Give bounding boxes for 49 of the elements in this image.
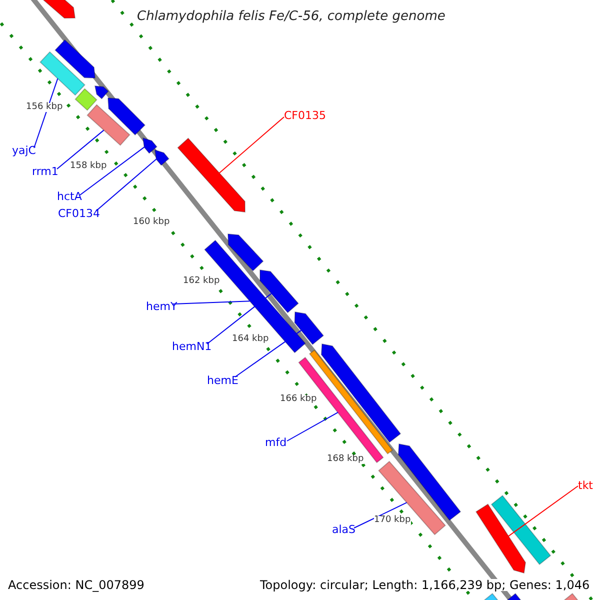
tick-label: 156 kbp [26,103,63,112]
gene-label: hemN1 [172,341,212,352]
genome-info-text: Topology: circular; Length: 1,166,239 bp; Genes: 1,046 [260,579,590,591]
gene-label: hemE [207,375,238,386]
leader-line [234,330,302,378]
gene-bar [475,504,526,574]
leader-line [206,293,272,344]
gene-label: hctA [57,191,82,202]
gene-bar [54,39,96,79]
gene-bar [154,149,170,166]
gene-label: rrm1 [32,166,58,177]
leader-line [208,116,284,183]
gene-bar [298,356,384,464]
gene-bar [86,104,130,146]
gene-label: CF0135 [284,110,326,121]
leader-line [96,158,157,212]
gene-bar [294,311,324,346]
leader-line [80,146,145,196]
gene-bar [142,137,158,154]
title: Chlamydophila felis Fe/C-56, complete genome [137,10,446,23]
gene-label: CF0134 [58,208,100,219]
gene-bar [260,269,299,314]
tick-label: 162 kbp [183,277,220,286]
gene-bar [107,97,146,136]
gene-label: tkt [578,480,593,491]
tick-label: 164 kbp [232,335,269,344]
leader-line [354,502,408,528]
gene-bar [177,138,246,213]
leader-line [172,300,250,304]
tick-label: 168 kbp [327,455,364,464]
gene-label: mfd [265,437,287,448]
gene-label: hemY [146,301,178,312]
gene-bar [490,494,552,566]
tick-label: 170 kbp [374,516,411,525]
gene-bar [227,233,264,272]
gene-bar [320,343,402,443]
leader-line [496,486,578,545]
gene-label: yajC [12,145,36,156]
accession-text: Accession: NC_007899 [8,579,144,591]
tick-label: 158 kbp [70,162,107,171]
leader-line [34,78,58,148]
gene-bar [40,51,86,96]
leader-line [56,130,104,170]
gene-bar [94,85,109,100]
leader-line [286,412,338,442]
tick-label: 160 kbp [133,218,170,227]
gene-label: alaS [332,524,356,535]
gene-bar [74,88,98,111]
tick-label: 166 kbp [280,395,317,404]
